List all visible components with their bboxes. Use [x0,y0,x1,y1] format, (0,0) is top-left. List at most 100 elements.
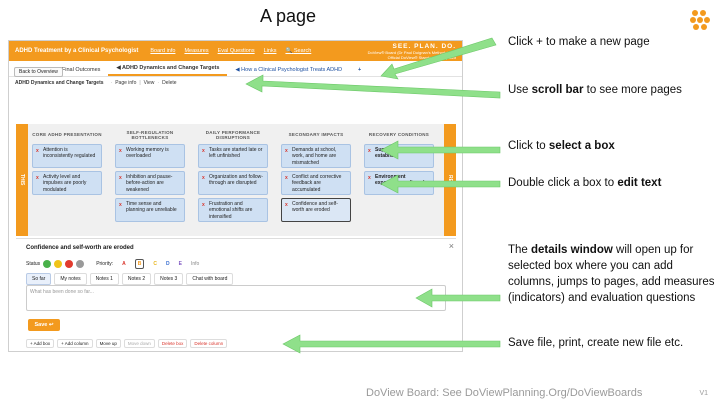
arrow-2 [245,74,501,99]
add-box-button[interactable]: + Add box [26,339,55,348]
arrow-3 [380,140,501,160]
priority-group: Priority: A B C D E Info [90,259,199,269]
tab-final-outcomes[interactable]: Final Outcomes [61,67,101,73]
view-link[interactable]: View [143,80,155,86]
box-text: Conflict and corrective feedback are acc… [292,174,342,193]
status-row: Status Priority: A B C D E Info [26,259,199,269]
tab-adhd-dynamics[interactable]: ◀ ADHD Dynamics and Change Targets [108,62,228,76]
tab-my-notes[interactable]: My notes [54,273,87,285]
box-text: Activity level and impulses are poorly m… [43,174,87,193]
brand-text: SEE. PLAN. DO. [392,42,456,50]
menu-board-info[interactable]: Board info [150,48,176,54]
priority-e[interactable]: E [178,261,182,267]
tab-how-psychologist[interactable]: ◀ How a Clinical Psychologist Treats ADH… [235,67,343,73]
column-header: SELF-REGULATION BOTTLENECKS [126,129,174,140]
annotation-scroll: Use scroll bar to see more pages [508,84,682,96]
delete-column-button[interactable]: Delete column [190,339,228,348]
tab-how-psychologist-label: How a Clinical Psychologist Treats ADHD [241,67,343,73]
menu-measures[interactable]: Measures [184,48,209,54]
menu-eval-questions[interactable]: Eval Questions [217,48,255,54]
app-header: ADHD Treatment by a Clinical Psychologis… [9,41,462,61]
breadcrumb-title: ADHD Dynamics and Change Targets [15,80,104,86]
arrow-5 [415,288,501,308]
priority-d[interactable]: D [166,261,170,267]
column-header: CORE ADHD PRESENTATION [32,132,102,138]
delete-box-button[interactable]: Delete box [157,339,188,348]
details-title: Confidence and self-worth are eroded [26,245,134,251]
annotation-edit: Double click a box to edit text [508,177,662,189]
priority-label: Priority: [96,261,114,267]
close-icon[interactable]: × [448,241,454,251]
arrow-6 [282,334,501,354]
move-down-button[interactable]: Move down [123,339,155,348]
box-text: Organization and follow-through are disr… [209,174,263,187]
box-text: Attention is inconsistently regulated [43,147,96,160]
annotation-save: Save file, print, create new file etc. [508,337,684,349]
tab-chat-with-board[interactable]: Chat with board [186,273,234,285]
tab-notes-3[interactable]: Notes 3 [154,273,184,285]
add-column-button[interactable]: + Add column [57,339,93,348]
priority-c[interactable]: C [153,261,158,267]
tab-so-far[interactable]: So far [26,273,52,285]
move-up-button[interactable]: Move up [95,339,121,348]
arrow-1 [380,37,497,80]
tab-notes-2[interactable]: Notes 2 [121,273,152,285]
status-label: Status [26,261,41,267]
tab-notes-1[interactable]: Notes 1 [89,273,119,285]
menu-search[interactable]: 🔍 Search [285,48,312,54]
status-green[interactable] [43,260,52,268]
breadcrumb: ADHD Dynamics and Change Targets · Page … [15,80,177,86]
box-text: Working memory is overloaded [126,147,169,160]
doview-logo-icon [686,6,712,32]
add-page-button[interactable]: + [358,67,362,73]
box-text: Frustration and emotional shifts are int… [209,201,253,220]
priority-info[interactable]: Info [190,261,200,267]
delete-link[interactable]: Delete [162,80,177,86]
save-button[interactable]: Save ↩ [28,319,60,331]
status-yellow[interactable] [54,260,63,268]
note-tabs: So far My notes Notes 1 Notes 2 Notes 3 … [26,273,236,285]
tab-adhd-dynamics-label: ADHD Dynamics and Change Targets [122,65,220,71]
menu-links[interactable]: Links [263,48,277,54]
back-to-overview-button[interactable]: Back to Overview [14,67,63,77]
box-text: Tasks are started late or left unfinishe… [209,147,263,160]
side-tab-left[interactable]: THIS [16,124,28,236]
status-red[interactable] [65,260,74,268]
priority-b[interactable]: B [134,259,145,269]
priority-a[interactable]: A [122,261,126,267]
column-header: SECONDARY IMPACTS [288,132,344,138]
status-gray[interactable] [76,260,85,268]
brand: SEE. PLAN. DO. DoView® Board (Dr Paul Du… [368,43,456,60]
box-text: Time sense and planning are unreliable [126,201,177,214]
action-row: + Add box + Add column Move up Move down… [26,339,230,348]
box-text: Demands at school, work, and home are mi… [292,147,337,166]
box-text: Confidence and self-worth are eroded [292,201,338,214]
slide-title: A page [259,6,317,26]
arrow-4 [380,174,501,194]
slide-version: V1 [699,390,708,397]
slide-footer: DoView Board: See DoViewPlanning.Org/DoV… [366,387,643,399]
brand-sub1: DoView® Board (Dr Paul Duignan's Methodo… [367,49,456,55]
app-title: ADHD Treatment by a Clinical Psychologis… [15,48,139,54]
brand-sub2: Official DoView® Standards Compliant [387,54,456,60]
annotation-select: Click to select a box [508,140,615,152]
annotation-new-page: Click + to make a new page [508,36,650,48]
column-header: DAILY PERFORMANCE DISRUPTIONS [205,129,261,140]
page-info-link[interactable]: Page info [115,80,137,86]
